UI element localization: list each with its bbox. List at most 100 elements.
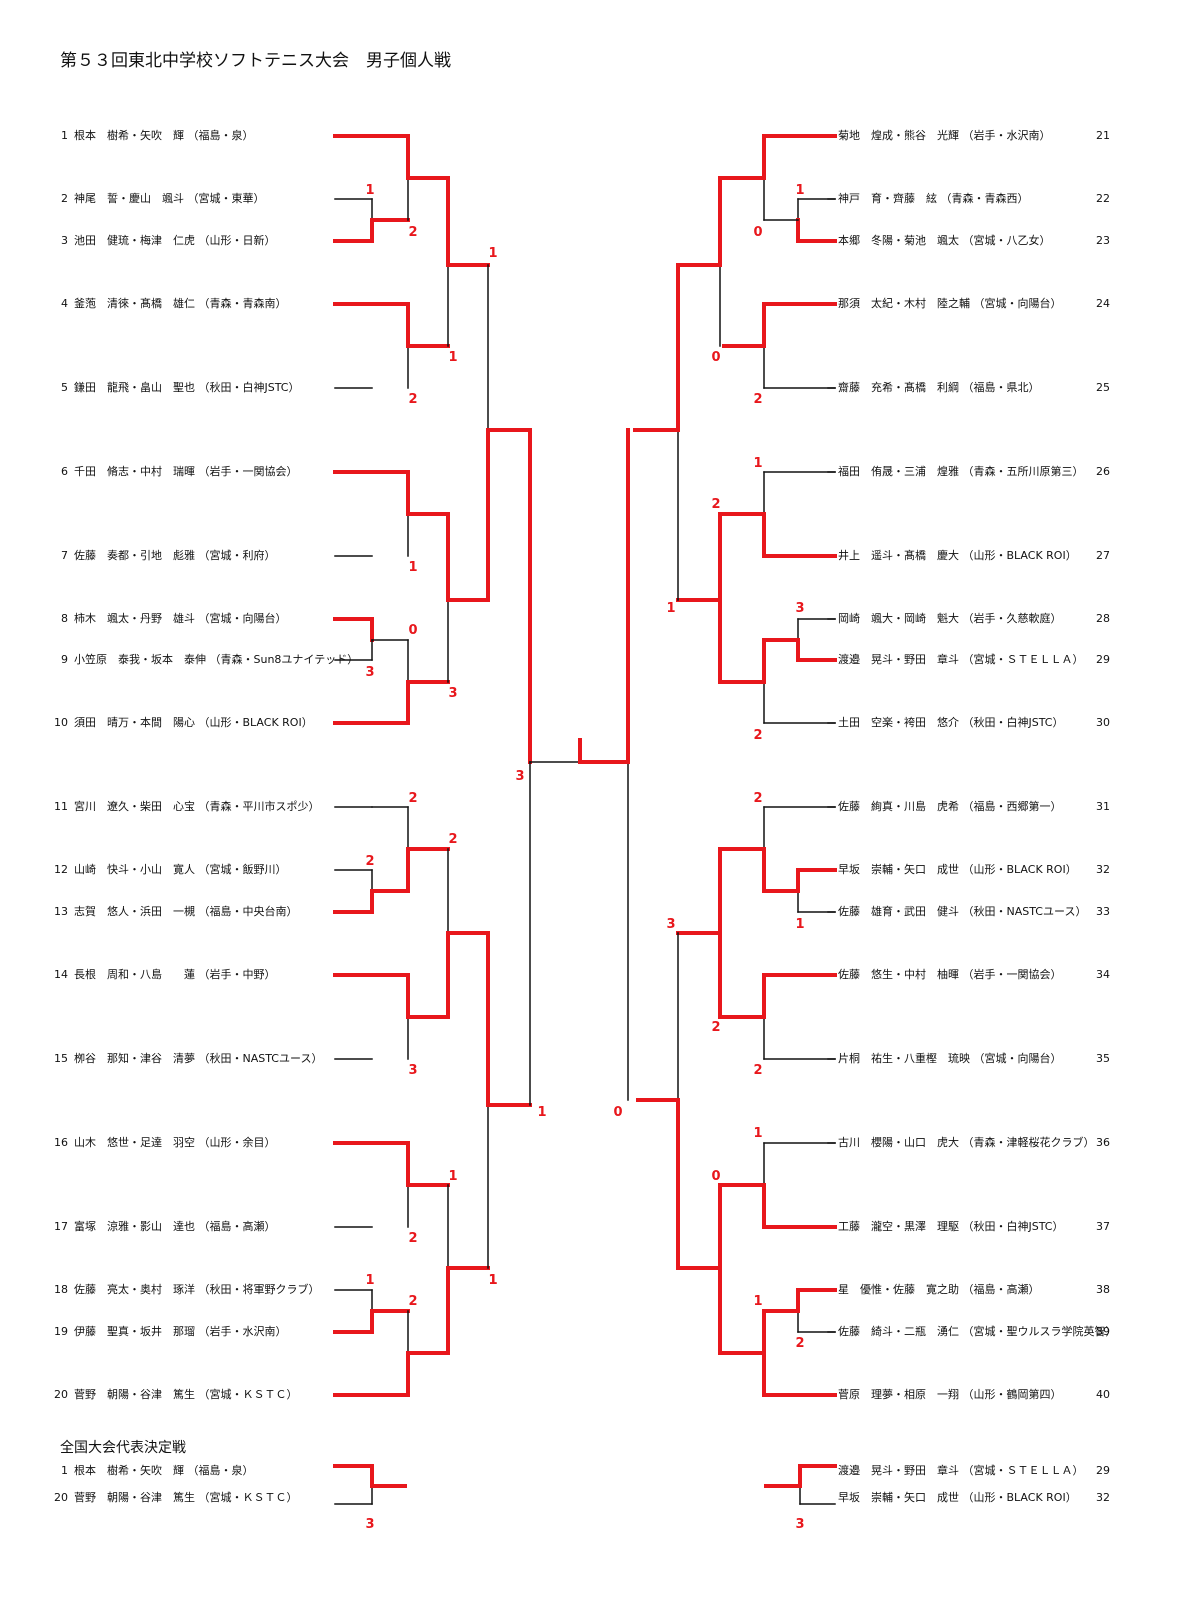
player-names: 齋藤 充希・髙橋 利綱 <box>838 381 963 394</box>
entry-number: 18 <box>54 1283 68 1296</box>
player-row-right: 福田 侑晟・三浦 煌雅 （青森・五所川原第三） <box>838 465 1084 479</box>
player-names: 柿木 颯太・丹野 雄斗 <box>74 612 199 625</box>
player-row-right: 佐藤 綺斗・二瓶 湧仁 （宮城・聖ウルスラ学院英智） <box>838 1325 1117 1339</box>
player-row-right: 星 優惟・佐藤 寛之助 （福島・高瀬） <box>838 1283 1040 1297</box>
player-team: （宮城・聖ウルスラ学院英智） <box>962 1325 1117 1338</box>
player-row-left: 10 須田 晴万・本間 陽心 （山形・BLACK ROI） <box>52 716 313 730</box>
player-row-right: 菊地 煌成・熊谷 光輝 （岩手・水沢南） <box>838 129 1051 143</box>
player-team: （山形・BLACK ROI） <box>962 863 1077 876</box>
player-team: （岩手・一関協会） <box>962 968 1062 981</box>
entry-number: 6 <box>61 465 68 478</box>
entry-number: 30 <box>1096 716 1110 729</box>
player-names: 土田 空楽・袴田 悠介 <box>838 716 963 729</box>
match-score: 3 <box>795 601 804 616</box>
player-team: （宮城・ＫＳＴＣ） <box>198 1388 298 1401</box>
match-score: 2 <box>753 1063 762 1078</box>
match-score: 0 <box>711 350 720 365</box>
player-names: 星 優惟・佐藤 寛之助 <box>838 1283 963 1296</box>
match-score: 2 <box>448 832 457 847</box>
player-names: 渡邉 晃斗・野田 章斗 <box>838 653 963 666</box>
player-team: （山形・BLACK ROI） <box>198 716 313 729</box>
entry-number: 1 <box>61 129 68 142</box>
player-names: 佐藤 亮太・奥村 琢洋 <box>74 1283 199 1296</box>
player-names: 釜萢 清徠・髙橋 雄仁 <box>74 297 199 310</box>
player-names: 伊藤 聖真・坂井 那瑠 <box>74 1325 199 1338</box>
player-names: 渡邉 晃斗・野田 章斗 <box>838 1464 963 1477</box>
match-score: 1 <box>795 917 804 932</box>
player-team: （山形・鶴岡第四） <box>962 1388 1062 1401</box>
player-team: （宮城・飯野川） <box>198 863 287 876</box>
player-team: （秋田・白神JSTC） <box>962 716 1064 729</box>
entry-number: 39 <box>1096 1325 1110 1338</box>
player-team: （秋田・NASTCユース） <box>962 905 1087 918</box>
player-names: 志賀 悠人・浜田 一槻 <box>74 905 199 918</box>
player-names: 山崎 快斗・小山 寛人 <box>74 863 199 876</box>
player-names: 井上 遥斗・髙橋 慶大 <box>838 549 963 562</box>
player-names: 早坂 崇輔・矢口 成世 <box>838 1491 963 1504</box>
player-names: 岡崎 颯大・岡崎 魁大 <box>838 612 963 625</box>
entry-number: 3 <box>61 234 68 247</box>
final-player-row-right: 早坂 崇輔・矢口 成世 （山形・BLACK ROI） <box>838 1491 1077 1505</box>
player-names: 佐藤 奏都・引地 彪雅 <box>74 549 199 562</box>
player-team: （福島・泉） <box>187 129 254 142</box>
entry-number: 9 <box>61 653 68 666</box>
player-names: 工藤 瀧空・黒澤 理駆 <box>838 1220 963 1233</box>
player-team: （岩手・水沢南） <box>962 129 1051 142</box>
player-names: 本郷 冬陽・菊池 颯太 <box>838 234 963 247</box>
match-score: 3 <box>515 769 524 784</box>
player-team: （宮城・向陽台） <box>973 297 1062 310</box>
match-score: 2 <box>753 392 762 407</box>
entry-number: 22 <box>1096 192 1110 205</box>
player-row-right: 那須 太紀・木村 陸之輔 （宮城・向陽台） <box>838 297 1062 311</box>
entry-number: 21 <box>1096 129 1110 142</box>
match-score: 1 <box>753 456 762 471</box>
match-score: 1 <box>448 1169 457 1184</box>
player-row-right: 早坂 崇輔・矢口 成世 （山形・BLACK ROI） <box>838 863 1077 877</box>
entry-number: 12 <box>54 863 68 876</box>
player-names: 千田 脩志・中村 瑞暉 <box>74 465 199 478</box>
player-names: 池田 健琉・梅津 仁虎 <box>74 234 199 247</box>
entry-number: 17 <box>54 1220 68 1233</box>
match-score: 3 <box>448 686 457 701</box>
entry-number: 26 <box>1096 465 1110 478</box>
page-title: 第５３回東北中学校ソフトテニス大会 男子個人戦 <box>60 51 451 71</box>
player-team: （宮城・八乙女） <box>962 234 1051 247</box>
player-team: （福島・泉） <box>187 1464 254 1477</box>
match-score: 1 <box>488 1273 497 1288</box>
player-row-right: 渡邉 晃斗・野田 章斗 （宮城・ＳＴＥＬＬＡ） <box>838 653 1084 667</box>
match-score: 3 <box>365 665 374 680</box>
player-row-right: 神戸 育・齊藤 絃 （青森・青森西） <box>838 192 1029 206</box>
player-row-right: 岡崎 颯大・岡崎 魁大 （岩手・久慈軟庭） <box>838 612 1062 626</box>
entry-number: 2 <box>61 192 68 205</box>
entry-number: 32 <box>1096 1491 1110 1504</box>
player-team: （岩手・中野） <box>198 968 276 981</box>
player-row-right: 土田 空楽・袴田 悠介 （秋田・白神JSTC） <box>838 716 1063 730</box>
entry-number: 32 <box>1096 863 1110 876</box>
match-score: 2 <box>795 1336 804 1351</box>
entry-number: 10 <box>54 716 68 729</box>
entry-number: 15 <box>54 1052 68 1065</box>
player-names: 鎌田 龍飛・畠山 聖也 <box>74 381 199 394</box>
match-score: 3 <box>666 917 675 932</box>
player-names: 佐藤 絢真・川島 虎希 <box>838 800 963 813</box>
player-names: 須田 晴万・本間 陽心 <box>74 716 199 729</box>
player-team: （宮城・向陽台） <box>198 612 287 625</box>
entry-number: 33 <box>1096 905 1110 918</box>
entry-number: 38 <box>1096 1283 1110 1296</box>
match-score: 2 <box>365 854 374 869</box>
player-team: （宮城・ＳＴＥＬＬＡ） <box>962 653 1084 666</box>
match-score: 2 <box>408 791 417 806</box>
player-row-right: 工藤 瀧空・黒澤 理駆 （秋田・白神JSTC） <box>838 1220 1063 1234</box>
player-names: 那須 太紀・木村 陸之輔 <box>838 297 974 310</box>
player-names: 山木 悠世・足達 羽空 <box>74 1136 199 1149</box>
player-names: 片桐 祐生・八重樫 琉映 <box>838 1052 974 1065</box>
